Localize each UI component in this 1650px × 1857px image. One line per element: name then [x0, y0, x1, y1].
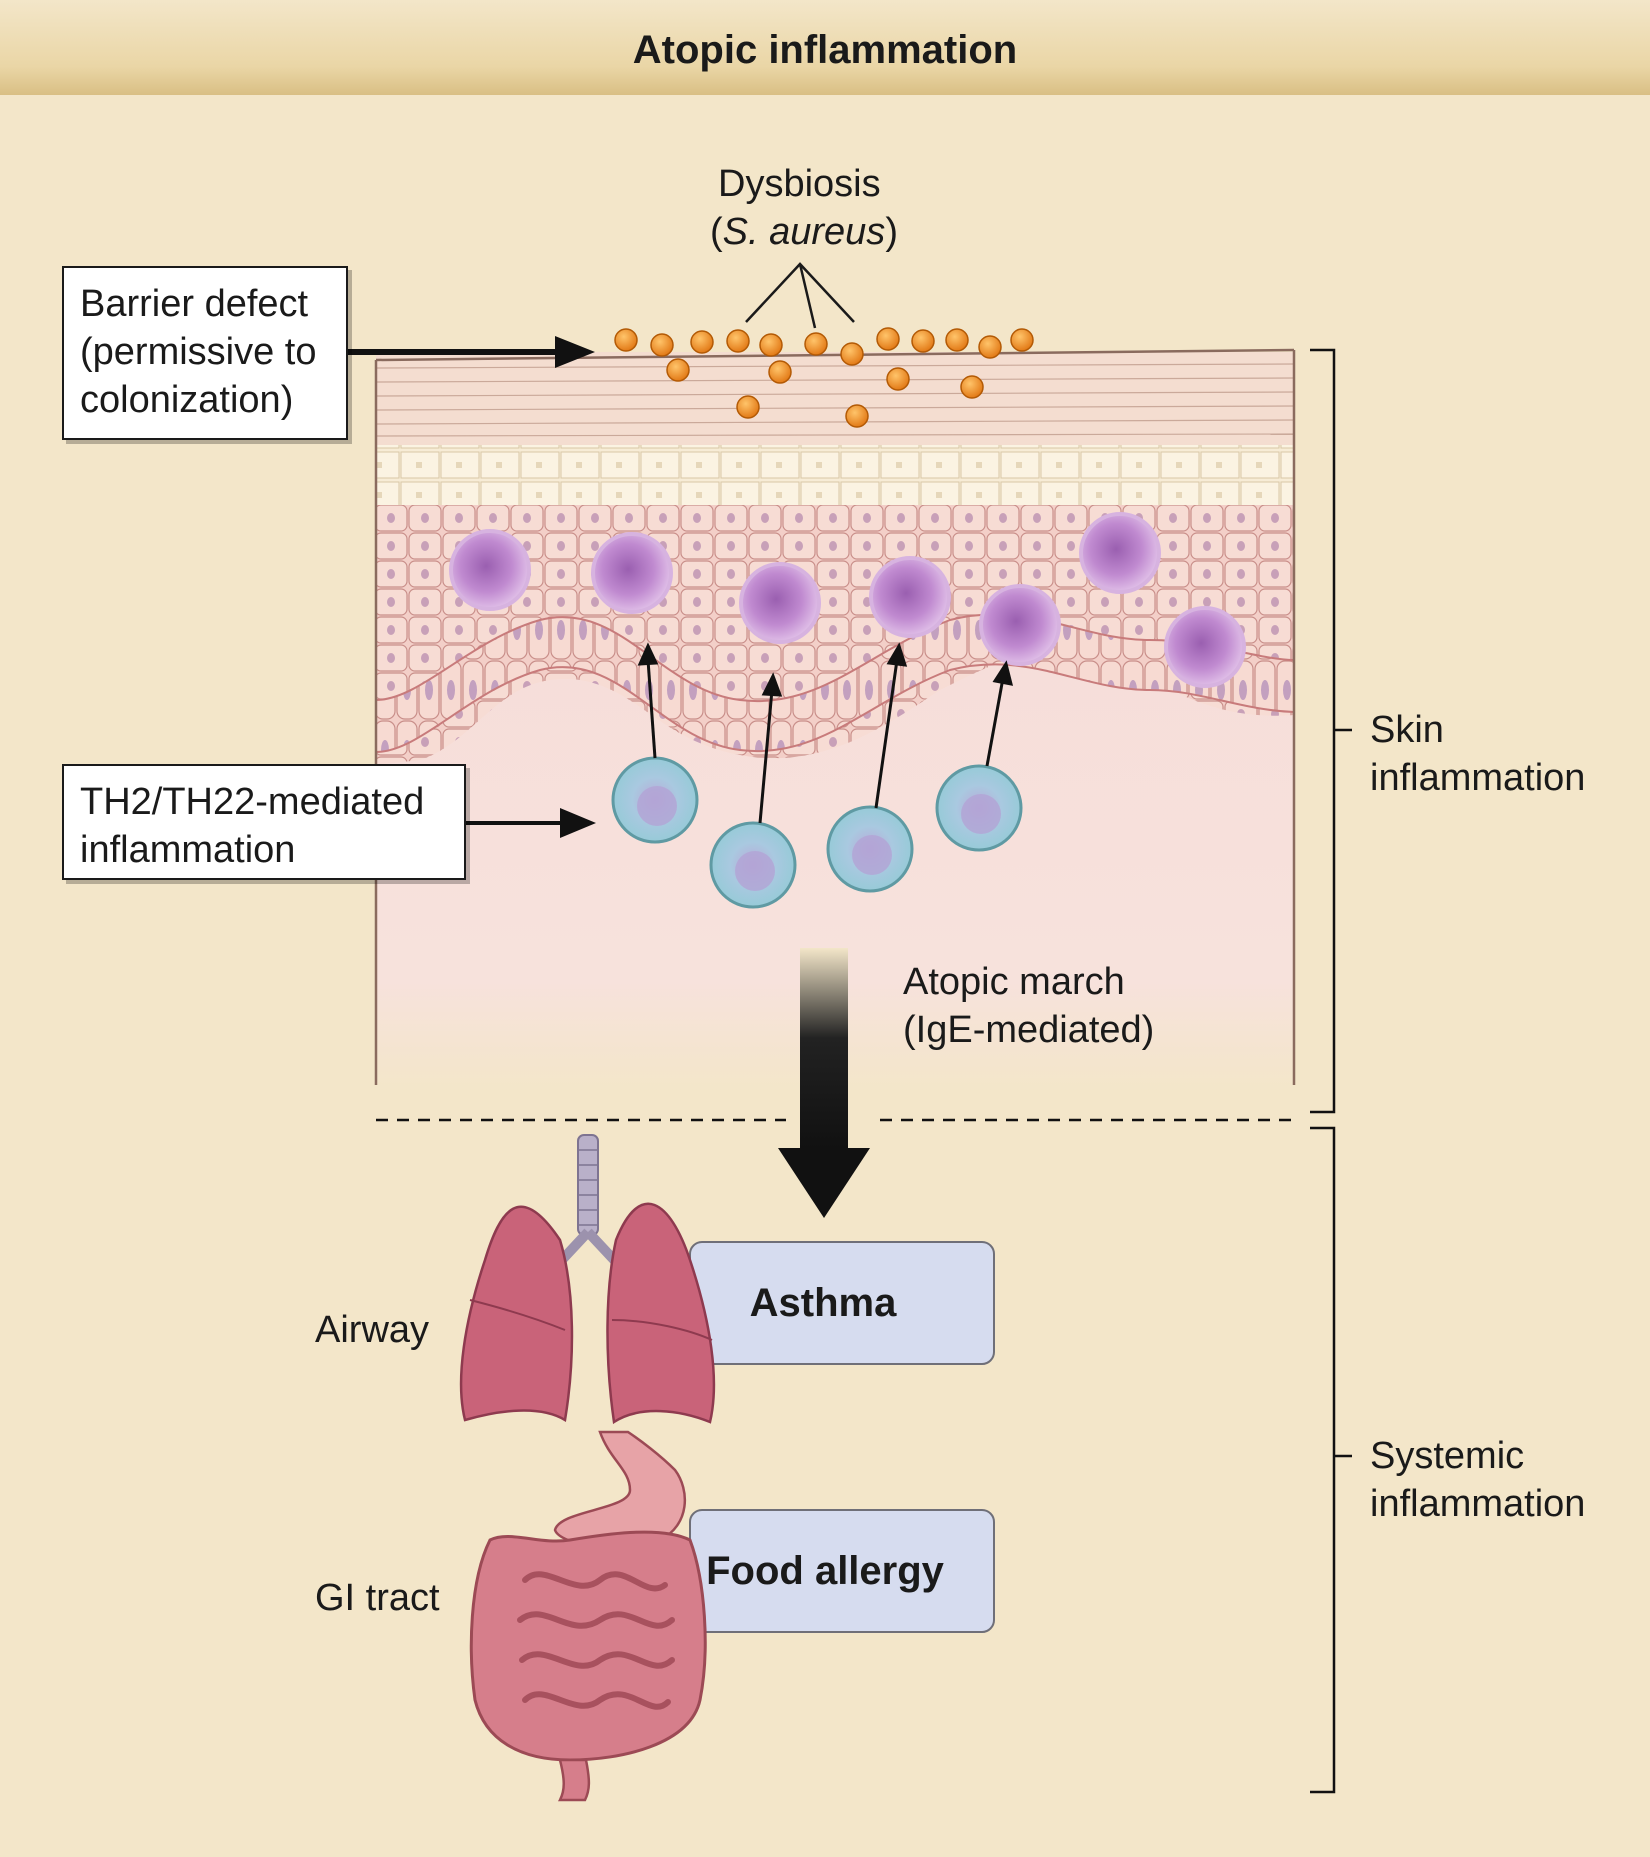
atopic-march-arrow: [778, 948, 870, 1218]
systemic-bracket: [1310, 1126, 1352, 1794]
asthma-label: Asthma: [749, 1280, 897, 1325]
airway-label: Airway: [315, 1309, 430, 1351]
th-arrow: [466, 808, 596, 838]
header-band: [0, 0, 1650, 95]
barrier-defect-line-1: Barrier defect: [80, 283, 309, 325]
atopic-march-label: Atopic march: [903, 961, 1125, 1003]
mast-cell-icon: [449, 512, 1246, 688]
skin-inflammation-label-2: inflammation: [1370, 757, 1586, 799]
barrier-defect-line-2: (permissive to: [80, 331, 317, 373]
dysbiosis-label: Dysbiosis: [718, 163, 881, 205]
gi-tract-label: GI tract: [315, 1577, 440, 1619]
skin-block: [376, 352, 1294, 1092]
dysbiosis-pointer: [745, 262, 855, 329]
lungs-icon: [459, 1134, 716, 1425]
barrier-defect-box: Barrier defect (permissive to colonizati…: [62, 266, 348, 440]
barrier-defect-line-3: colonization): [80, 379, 294, 421]
skin-inflammation-label: Skin: [1370, 709, 1444, 751]
gi-tract-icon: [469, 1430, 707, 1802]
dysbiosis-organism: (S. aureus): [710, 211, 898, 253]
systemic-inflammation-label-2: inflammation: [1370, 1483, 1586, 1525]
activation-arrows: [637, 642, 1014, 824]
food-allergy-label: Food allergy: [706, 1548, 944, 1593]
systemic-inflammation-label: Systemic: [1370, 1435, 1525, 1477]
skin-bracket: [1310, 348, 1352, 1114]
bacteria-icon: [614, 327, 1034, 428]
th-inflammation-line-2: inflammation: [80, 829, 296, 871]
barrier-arrow: [348, 336, 595, 368]
diagram-title: Atopic inflammation: [632, 28, 1018, 72]
th-inflammation-box: TH2/TH22-mediated inflammation: [62, 764, 466, 880]
th-inflammation-line-1: TH2/TH22-mediated: [80, 781, 425, 823]
atopic-march-sublabel: (IgE-mediated): [903, 1009, 1155, 1051]
